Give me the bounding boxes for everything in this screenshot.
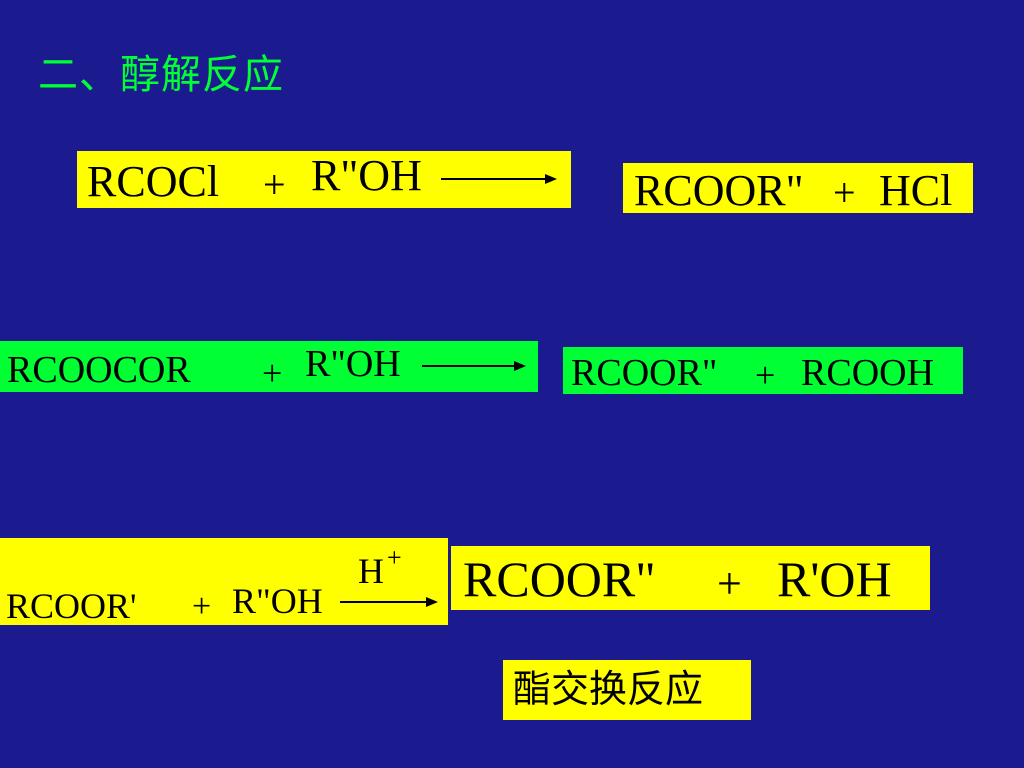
reaction2-plus: + [262,353,283,392]
transesterification-text: 酯交换反应 [513,667,704,711]
reaction2-byproduct: RCOOH [801,352,935,394]
reaction3-byproduct: R'OH [777,551,892,607]
reaction3-product: RCOOR" [463,551,656,607]
reaction3-reagent: R"OH [232,581,323,621]
reaction1-reactant: RCOCl [87,157,220,206]
reaction2-reagent: R"OH [305,343,401,385]
reaction1-reactant-box: RCOCl + R"OH [77,151,571,208]
reaction2-product-box: RCOOR" + RCOOH [563,347,963,394]
reaction3-catalyst: H [358,551,384,591]
reaction1-product-box: RCOOR" + HCl [623,163,973,213]
reaction3-catalyst-charge: + [387,543,402,572]
reaction3-arrow-icon [340,596,438,608]
reaction2-reactant-box: RCOOCOR + R"OH [0,341,538,392]
reaction2-product: RCOOR" [571,352,718,394]
reaction1-plus: + [263,162,286,207]
reaction3-reactant: RCOOR' [6,586,137,625]
reaction1-arrow-icon [441,173,557,185]
reaction1-byproduct: HCl [879,166,953,213]
transesterification-label: 酯交换反应 [503,660,751,720]
reaction3-product-box: RCOOR" + R'OH [451,546,930,610]
reaction1-reagent: R"OH [311,151,422,200]
reaction3-plus: + [192,588,212,625]
reaction3-reactant-box: RCOOR' + R"OH H + [0,538,448,625]
reaction1-product: RCOOR" [634,166,804,213]
slide-title: 二、醇解反应 [38,52,284,98]
reaction2-product-plus: + [755,355,776,394]
reaction2-arrow-icon [422,360,526,372]
reaction1-product-plus: + [833,170,856,213]
reaction3-product-plus: + [717,559,742,608]
reaction2-reactant: RCOOCOR [7,349,191,391]
